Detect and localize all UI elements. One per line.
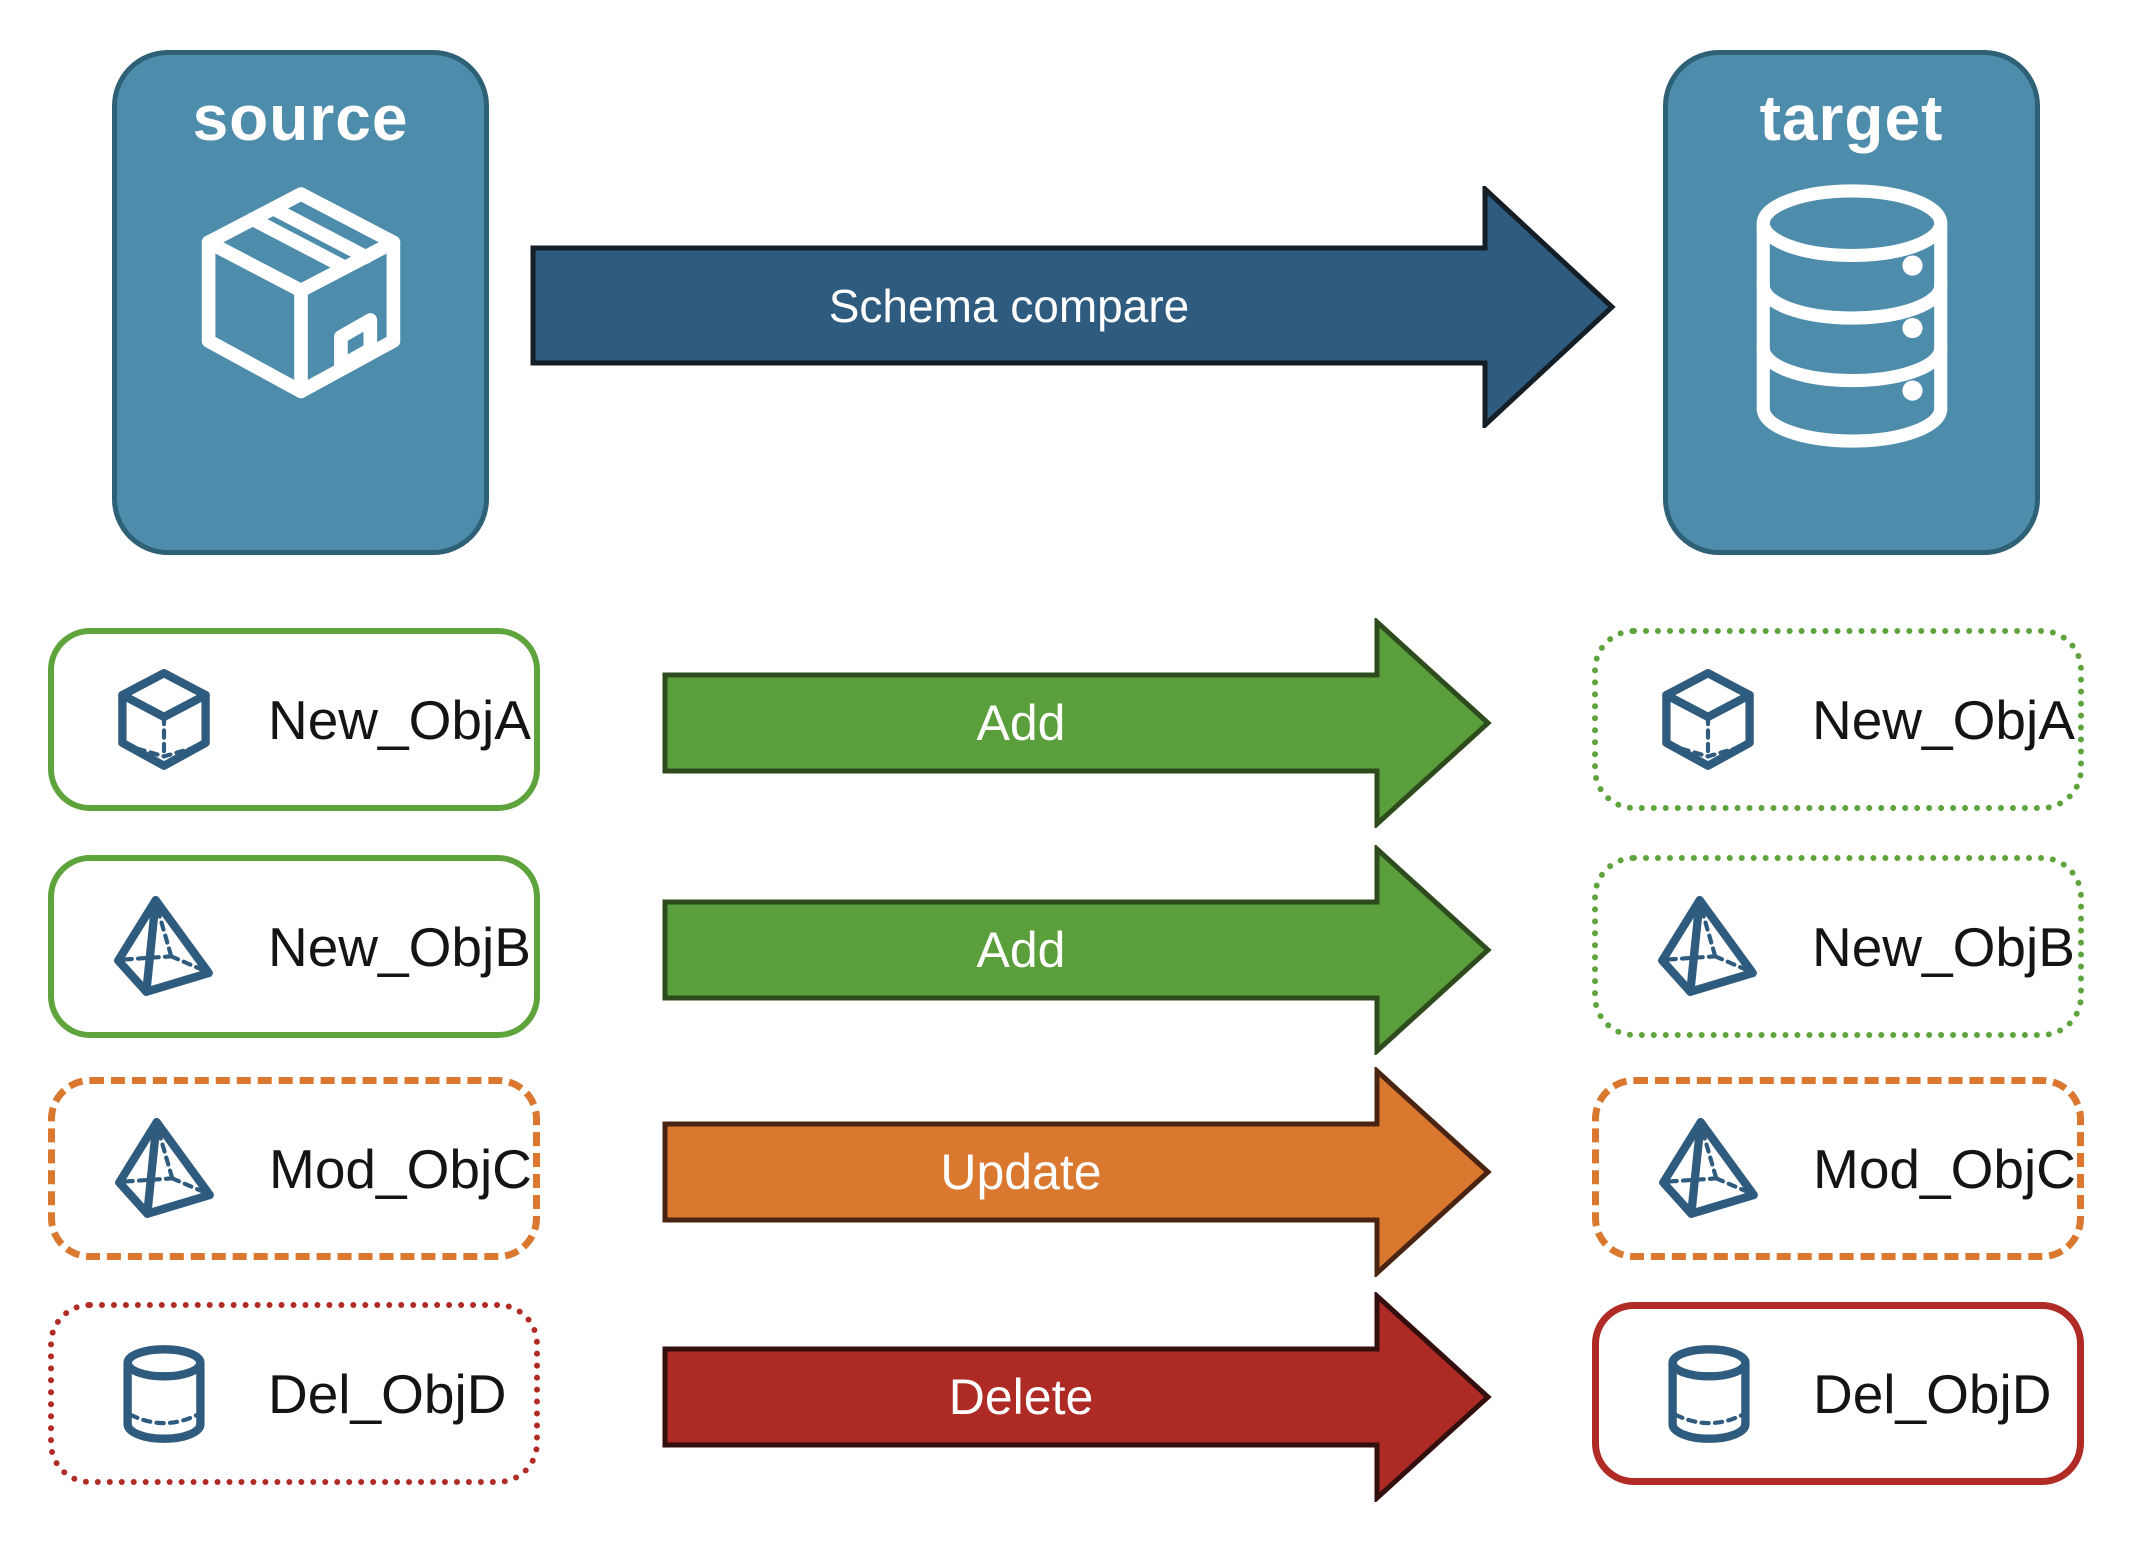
cube-icon xyxy=(118,668,210,770)
object-label: New_ObjA xyxy=(1812,688,2075,751)
pyramid-icon xyxy=(114,895,213,996)
object-label: Del_ObjD xyxy=(268,1362,507,1425)
target-object-box-2: New_ObjB xyxy=(1592,855,2084,1038)
cylinder-icon xyxy=(123,1344,205,1443)
arrow-label: Delete xyxy=(949,1369,1094,1425)
delete-arrow: Delete xyxy=(662,1292,1492,1502)
object-label: Mod_ObjC xyxy=(269,1137,532,1200)
object-label: New_ObjB xyxy=(1812,915,2075,978)
object-label: Del_ObjD xyxy=(1813,1362,2052,1425)
arrow-label: Update xyxy=(940,1144,1101,1200)
arrow-label: Add xyxy=(977,695,1066,751)
pyramid-icon xyxy=(1659,1117,1758,1218)
target-object-box-4: Del_ObjD xyxy=(1592,1302,2084,1485)
object-label: Mod_ObjC xyxy=(1813,1137,2076,1200)
target-node-label: target xyxy=(1759,82,1944,154)
pyramid-icon xyxy=(1658,895,1757,996)
source-object-box-3: Mod_ObjC xyxy=(48,1077,540,1260)
add-arrow-1: Add xyxy=(662,618,1492,828)
object-label: New_ObjA xyxy=(268,688,531,751)
source-node: source xyxy=(112,50,489,555)
pyramid-icon xyxy=(115,1117,214,1218)
target-node: target xyxy=(1663,50,2040,555)
source-object-box-2: New_ObjB xyxy=(48,855,540,1038)
source-object-box-4: Del_ObjD xyxy=(48,1302,540,1485)
add-arrow-2: Add xyxy=(662,845,1492,1055)
arrow-label: Add xyxy=(977,922,1066,978)
cube-icon xyxy=(1662,668,1754,770)
source-node-label: source xyxy=(192,82,409,154)
cylinder-icon xyxy=(1668,1344,1750,1443)
target-object-box-3: Mod_ObjC xyxy=(1592,1077,2084,1260)
source-object-box-1: New_ObjA xyxy=(48,628,540,811)
compare-arrow-label: Schema compare xyxy=(829,280,1190,332)
schema-compare-arrow: Schema compare xyxy=(530,186,1616,428)
object-label: New_ObjB xyxy=(268,915,531,978)
target-object-box-1: New_ObjA xyxy=(1592,628,2084,811)
update-arrow: Update xyxy=(662,1067,1492,1277)
database-icon xyxy=(1756,184,1947,448)
package-icon xyxy=(201,187,400,399)
